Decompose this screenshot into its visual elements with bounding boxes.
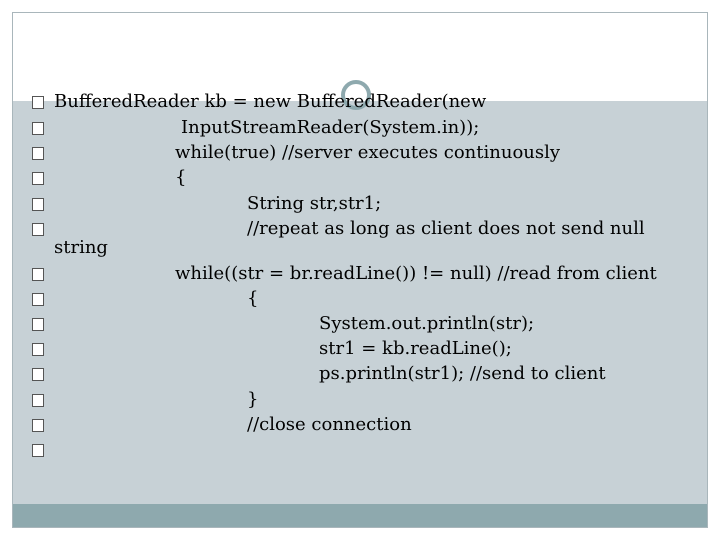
code-line-text: { (247, 288, 259, 309)
code-line-text: //repeat as long as client does not send… (247, 218, 645, 239)
bullet-icon (32, 268, 44, 281)
code-line-text: String str,str1; (247, 193, 382, 214)
code-line-text: str1 = kb.readLine(); (319, 338, 512, 359)
code-line-text: } (247, 389, 259, 410)
code-line-text: BufferedReader kb = new BufferedReader(n… (54, 91, 487, 112)
bullet-icon (32, 394, 44, 407)
code-line-text: InputStreamReader(System.in)); (181, 117, 480, 138)
code-line-text: System.out.println(str); (319, 313, 535, 334)
code-line: //close connection (0, 413, 700, 437)
content-panel (13, 100, 707, 504)
code-line-text: //close connection (247, 414, 412, 435)
code-line-text: { (175, 167, 187, 188)
code-line-text: ps.println(str1); //send to client (319, 363, 606, 384)
bullet-icon (32, 147, 44, 160)
bullet-icon (32, 122, 44, 135)
wrapped-text: string (54, 237, 108, 258)
code-line: System.out.println(str); (0, 312, 700, 336)
bullet-icon (32, 318, 44, 331)
bullet-icon (32, 343, 44, 356)
code-line (0, 438, 700, 462)
bullet-icon (32, 96, 44, 109)
code-line: str1 = kb.readLine(); (0, 337, 700, 361)
code-line-text: while((str = br.readLine()) != null) //r… (175, 263, 657, 284)
decorative-ring (341, 80, 371, 110)
bullet-icon (32, 368, 44, 381)
code-line: while(true) //server executes continuous… (0, 141, 700, 165)
footer-bar (13, 504, 707, 527)
bullet-icon (32, 444, 44, 457)
bullet-icon (32, 419, 44, 432)
code-line: String str,str1; (0, 192, 700, 216)
bullet-icon (32, 198, 44, 211)
bullet-icon (32, 293, 44, 306)
code-line: { (0, 287, 700, 311)
bullet-icon (32, 223, 44, 236)
code-line-text: while(true) //server executes continuous… (175, 142, 561, 163)
code-line: ps.println(str1); //send to client (0, 362, 700, 386)
code-line: { (0, 166, 700, 190)
bullet-icon (32, 172, 44, 185)
code-line: InputStreamReader(System.in)); (0, 116, 700, 140)
code-line: BufferedReader kb = new BufferedReader(n… (0, 90, 700, 114)
code-line: while((str = br.readLine()) != null) //r… (0, 262, 700, 286)
code-line: } (0, 388, 700, 412)
code-line: //repeat as long as client does not send… (0, 217, 700, 241)
slide-frame (12, 12, 708, 528)
